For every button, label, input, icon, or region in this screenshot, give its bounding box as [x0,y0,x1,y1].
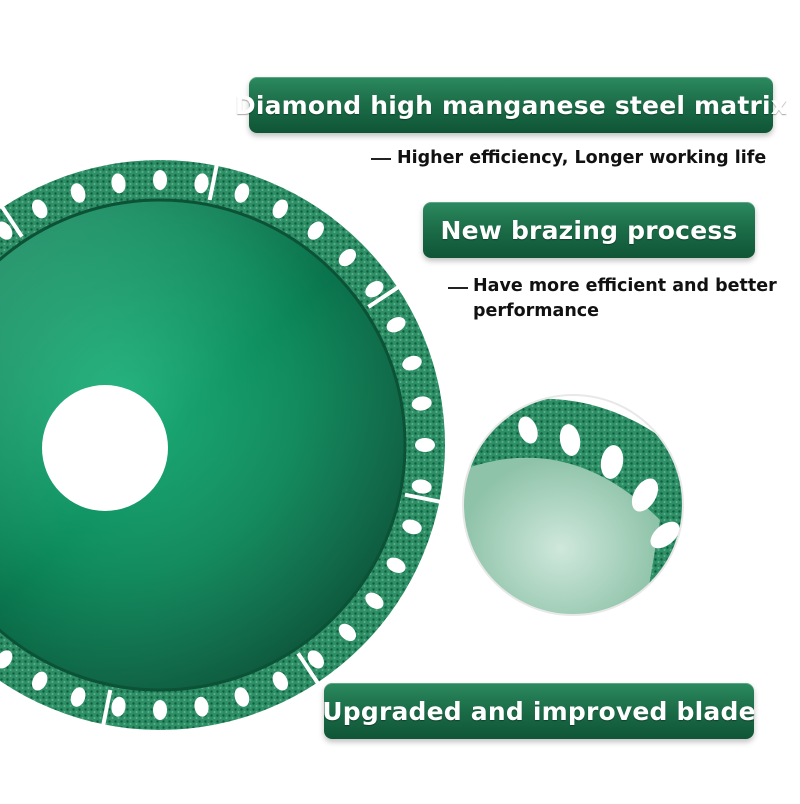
blade-slot [31,199,48,219]
blade-notch [100,689,113,730]
blade-slot [272,199,289,219]
blade-disc [0,160,445,730]
blade-slot [70,183,86,203]
blade-slot [338,623,357,642]
blade-slot [386,557,406,574]
blade-sheen [0,200,405,690]
blade-slot [272,671,289,691]
blade-slot [194,173,209,194]
feature-desc-steel-matrix: Higher efficiency, Longer working life [397,148,767,168]
blade-notch [296,652,322,688]
zoom-core-section [463,457,660,615]
feature-title-blade: Upgraded and improved blade [322,696,756,726]
blade-slot [402,355,422,371]
feature-desc-brazing: Have more efficient and better performan… [473,276,777,321]
blade-slot [365,592,384,609]
dash-marker [448,287,468,289]
blade-slot [153,170,167,190]
blade-notch [207,160,220,201]
blade-slot [402,519,422,535]
blade-slot [70,687,86,707]
blade-slot [234,687,250,707]
blade-slot [111,696,126,717]
blade-slot [386,316,406,333]
blade-slot [307,650,324,669]
blade-core-edge [0,198,407,692]
blade-slot [234,183,250,203]
feature-badge-steel-matrix: Diamond high manganese steel matrix [235,77,787,133]
arbor-hole [42,385,168,511]
feature-title-brazing: New brazing process [440,215,738,245]
blade-slot [411,479,432,494]
blade-slot [0,221,13,240]
zoom-slots [518,416,680,549]
blade-slot [307,221,324,240]
blade-slot [31,671,48,691]
blade-slots [0,160,445,730]
dash-marker [371,158,391,160]
feature-badge-blade: Upgraded and improved blade [322,683,756,739]
blade-slot [365,281,384,298]
feature-badge-brazing: New brazing process [423,202,755,258]
blade-notch [404,492,445,505]
blade-notch [0,202,24,238]
blade-slot [194,696,209,717]
blade-slot [0,650,13,669]
zoom-detail [462,394,684,616]
blade-slot [153,700,167,720]
blade-slot [338,248,357,267]
blade-slot [411,396,432,411]
blade-slot [415,438,435,452]
feature-title-steel-matrix: Diamond high manganese steel matrix [234,90,788,120]
blade-notch [367,283,403,309]
zoom-outline [462,394,684,616]
blade-slot [111,173,126,194]
